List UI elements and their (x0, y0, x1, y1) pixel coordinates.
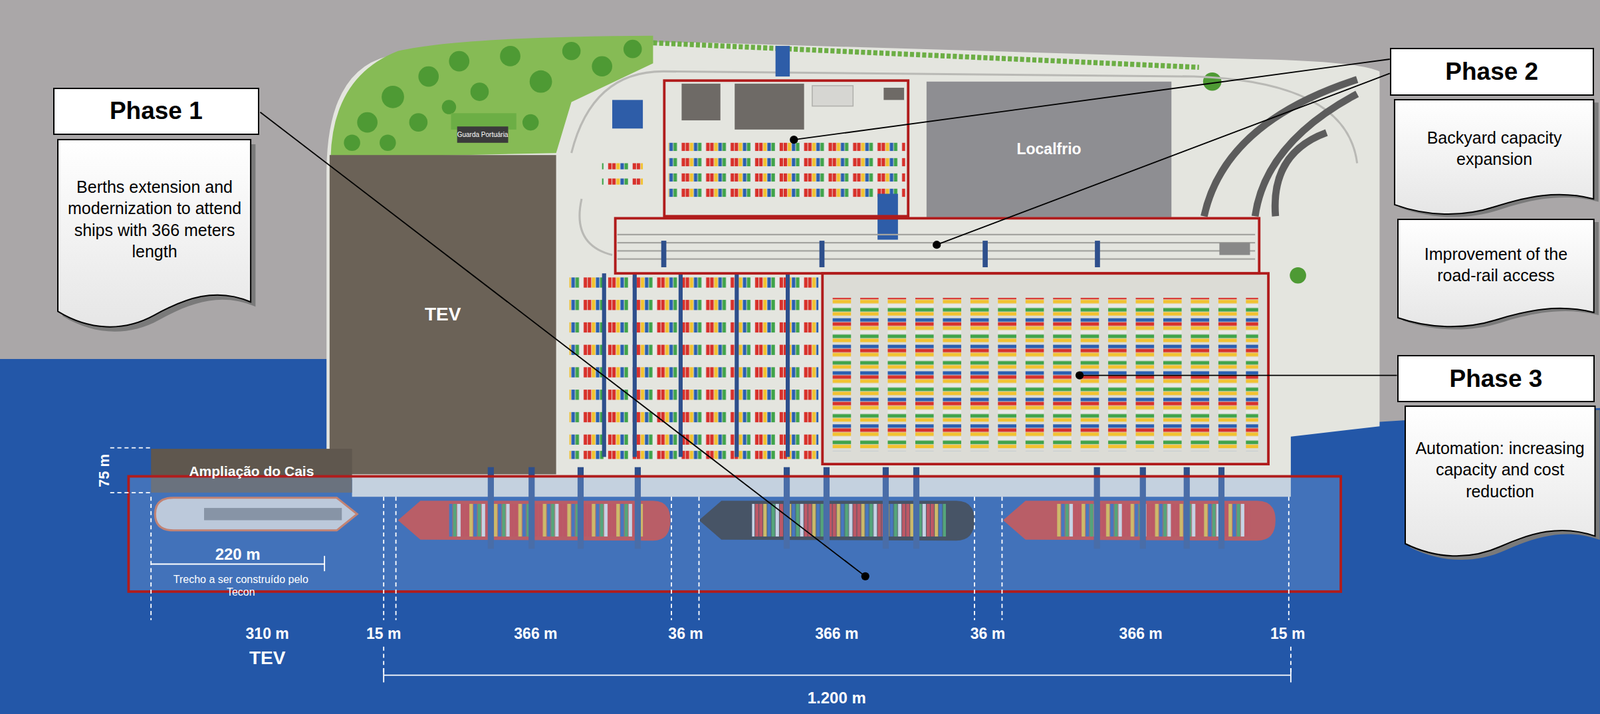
dimension-label: 36 m (668, 624, 703, 643)
note-callout: Automation: increasing capacity and cost… (1405, 406, 1596, 558)
dimension-label: 366 m (1119, 624, 1163, 643)
phase-heading: Phase 1 (53, 87, 260, 135)
dimension-label: TEV (249, 647, 286, 669)
note-callout: Improvement of the road-rail access (1397, 219, 1595, 328)
dimension-label: 75 m (95, 454, 114, 488)
note-text: Berths extension and modernization to at… (67, 176, 242, 263)
document-outline (57, 139, 251, 328)
note-text: Backyard capacity expansion (1403, 126, 1585, 171)
note-text: Automation: increasing capacity and cost… (1414, 437, 1587, 503)
document-outline (1405, 406, 1596, 556)
area-name: Guarda Portuária (457, 130, 509, 139)
dimension-label: 15 m (366, 624, 401, 643)
area-name: Localfrio (1016, 140, 1081, 158)
map-area: Localfrio (926, 81, 1172, 218)
dimension-label: 15 m (1270, 624, 1305, 643)
dimension-label: Trecho a ser construído pelo Tecon (158, 573, 323, 599)
map-area: TEV (329, 154, 557, 474)
dimension-label: 366 m (513, 624, 558, 643)
dimension-label: 1.200 m (807, 688, 867, 708)
dimension-label: 310 m (245, 624, 290, 643)
phase-title: Phase 3 (1449, 364, 1543, 393)
document-outline (1394, 99, 1594, 215)
phase-title: Phase 2 (1445, 57, 1539, 86)
note-body: Automation: increasing capacity and cost… (1405, 406, 1596, 534)
note-body: Backyard capacity expansion (1394, 99, 1594, 197)
dimension-label: 36 m (970, 624, 1006, 643)
phase-heading: Phase 2 (1389, 47, 1595, 96)
dimension-label: 366 m (814, 624, 859, 643)
map-area: Ampliação do Cais (150, 448, 352, 493)
note-text: Improvement of the road-rail access (1407, 243, 1585, 287)
area-name: TEV (424, 304, 461, 326)
note-body: Improvement of the road-rail access (1397, 219, 1595, 311)
dimension-label: 220 m (215, 545, 261, 564)
note-body: Berths extension and modernization to at… (57, 139, 251, 299)
document-outline (1397, 219, 1595, 327)
area-name: Ampliação do Cais (188, 463, 314, 479)
map-area: Guarda Portuária (457, 126, 509, 143)
phase-title: Phase 1 (109, 97, 203, 125)
document-shape (1405, 406, 1596, 558)
phase-heading: Phase 3 (1397, 354, 1596, 403)
note-callout: Backyard capacity expansion (1394, 99, 1594, 215)
note-callout: Berths extension and modernization to at… (57, 139, 251, 329)
